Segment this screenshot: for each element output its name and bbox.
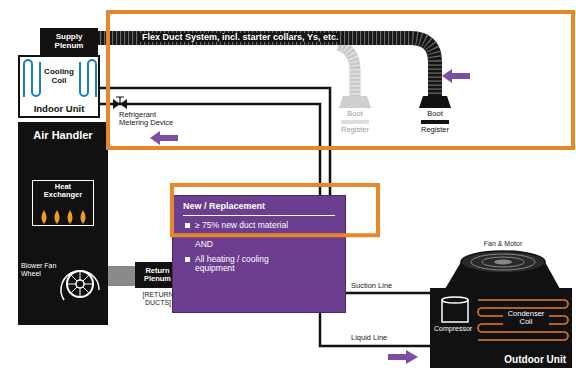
valve-stem (116, 97, 124, 104)
air-handler-box: Heat Exchanger Air Handler (18, 122, 108, 325)
cooling-coil-left (24, 60, 40, 97)
blower-hub (76, 280, 84, 288)
criteria-item: ≥ 75% new duct material (195, 221, 288, 230)
component-label: Condenser Coil (503, 310, 549, 327)
fan-grille (461, 251, 545, 273)
highlight-frame (108, 12, 573, 148)
compressor-top (442, 297, 468, 303)
duct-label: Flex Duct System, incl. starter collars,… (140, 33, 340, 43)
refrigerant-line (100, 88, 430, 293)
return-stub (108, 266, 135, 286)
flame (81, 210, 86, 224)
valve-symbol (120, 99, 127, 109)
pointer-arrow (388, 350, 418, 364)
criteria-box: New / Replacement ≥ 75% new duct material… (172, 195, 346, 313)
part-label: Fan & Motor (477, 240, 529, 248)
fan-motor (494, 260, 512, 265)
criteria-heading: New / Replacement (183, 202, 335, 216)
register-shape (421, 120, 449, 124)
line-label: Suction Line (350, 282, 393, 290)
indoor-unit-box: Cooling CoilIndoor Unit (18, 55, 100, 118)
part-label: Boot (415, 110, 455, 118)
duct-note: [RETURN DUCTS] (130, 291, 186, 306)
flame (55, 210, 60, 224)
faded-label: Register (330, 126, 380, 134)
refrigerant-line (100, 104, 430, 346)
bullet-mark (185, 257, 190, 262)
air-handler-body (18, 122, 108, 325)
blower-housing (61, 271, 99, 300)
component-label: Heat Exchanger (35, 183, 91, 200)
component-label: Compressor (434, 325, 478, 333)
faded-boot (339, 96, 371, 108)
faded-label: Boot (335, 110, 375, 118)
pointer-arrow (442, 69, 470, 83)
outdoor-unit-body (430, 288, 572, 368)
criteria-joiner: AND (195, 240, 213, 249)
faded-duct-ribs (338, 45, 355, 98)
blower-wheel (67, 271, 93, 297)
valve-symbol (113, 99, 120, 109)
blower-blades (67, 271, 93, 297)
cooling-coil-right (80, 60, 96, 97)
plenum-box: Supply Plenum (40, 28, 98, 55)
unit-title: Air Handler (33, 129, 92, 141)
plenum-label: Supply Plenum (43, 33, 95, 51)
boot-shape (419, 96, 451, 108)
bullet-mark (185, 223, 190, 228)
pointer-arrow (150, 131, 178, 145)
line-label: Liquid Line (350, 334, 388, 342)
unit-title: Outdoor Unit (504, 354, 566, 365)
criteria-item: All heating / cooling equipment (195, 255, 307, 274)
faded-register (341, 120, 369, 124)
flame (42, 210, 47, 224)
device-label: Refrigerant Metering Device (119, 111, 181, 128)
heat-exchanger-box: Heat Exchanger (32, 180, 94, 226)
condenser-coil-shape (478, 300, 568, 340)
coil-label: Cooling Coil (40, 68, 78, 86)
component-label: Blower Fan Wheel (21, 262, 59, 277)
faded-duct (338, 45, 355, 98)
flame (68, 210, 73, 224)
part-label: Register (410, 126, 460, 134)
fan-grille-ring (482, 257, 524, 267)
unit-title: Indoor Unit (34, 104, 85, 114)
fan-grille-ring (471, 254, 535, 270)
